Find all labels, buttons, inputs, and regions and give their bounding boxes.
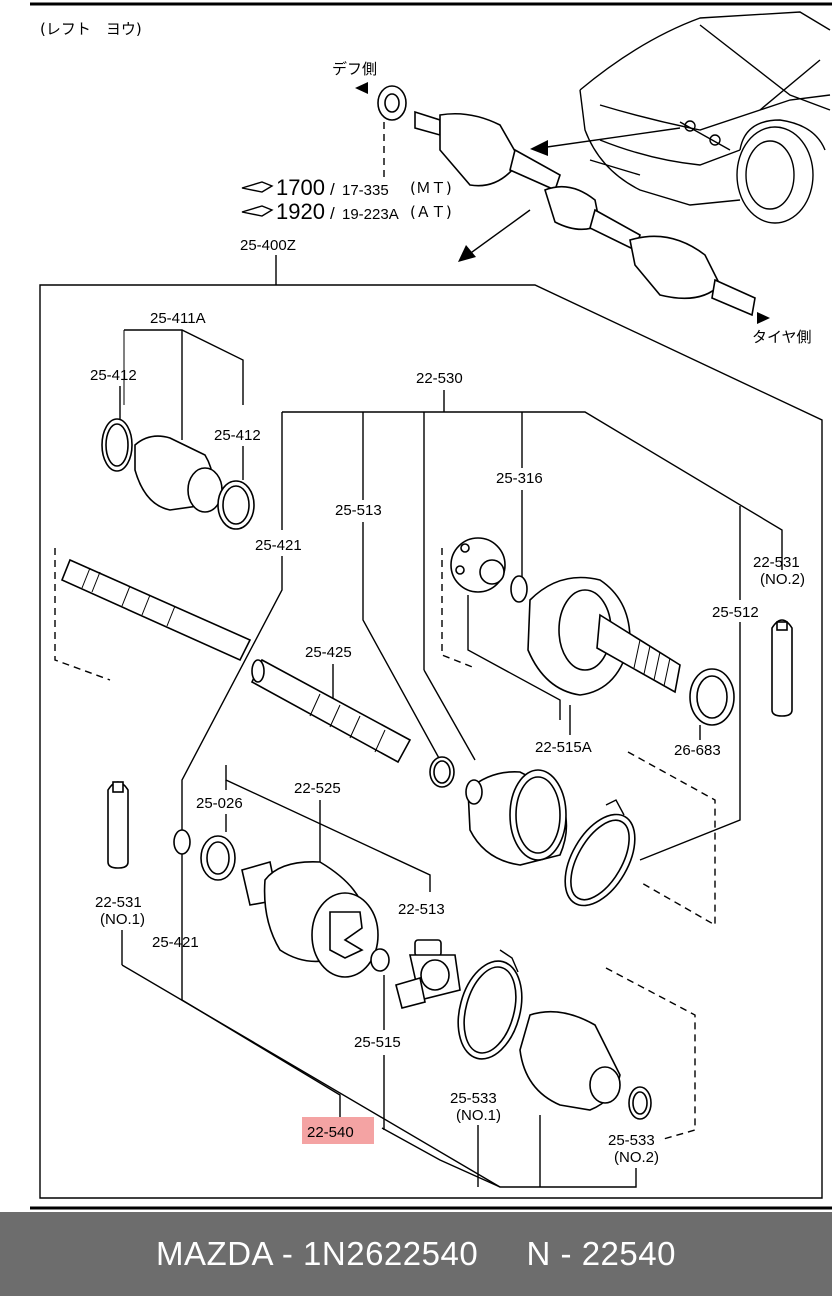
label-22-531-right: 22-531 (753, 554, 800, 571)
label-25-412-left: 25-412 (90, 367, 137, 384)
clamp-band-no2 (628, 1086, 652, 1120)
shaft-left (60, 558, 252, 662)
abs-ring-26-683 (689, 668, 735, 726)
clamp-band-no1 (457, 949, 523, 1060)
label-22-531-left: 22-531 (95, 894, 142, 911)
ref-mt-type: (ＭＴ) (410, 179, 452, 197)
inner-joint-housing (241, 860, 379, 978)
diff-side-label: デフ側 (332, 60, 377, 78)
label-22-531-left-no: (NO.1) (100, 911, 145, 928)
svg-text:/: / (330, 204, 335, 223)
label-25-533-no2-tag: (NO.2) (614, 1149, 659, 1166)
highlight-22-540 (302, 1117, 374, 1144)
side-label: (レフト ヨウ) (40, 20, 142, 38)
outer-cv-joint (527, 576, 681, 696)
tripod-22-513 (395, 939, 461, 1009)
inner-race-25-316 (450, 537, 528, 603)
arrow-diff-icon (355, 82, 368, 94)
clip-25-513 (429, 756, 455, 788)
label-25-412-right: 25-412 (214, 427, 261, 444)
ref-mt-number: 1700 (276, 175, 325, 200)
ref-at-number: 1920 (276, 199, 325, 224)
label-25-400Z: 25-400Z (240, 237, 296, 254)
drive-shaft-overview (414, 110, 756, 317)
label-22-530: 22-530 (416, 370, 463, 387)
ref-at-type: (ＡＴ) (410, 203, 452, 221)
label-25-026: 25-026 (196, 795, 243, 812)
part-number-footer: MAZDA - 1N2622540 N - 22540 (0, 1212, 832, 1296)
grease-tube-left (107, 781, 129, 869)
oil-seal-25-026 (200, 835, 236, 881)
oil-seal-top (377, 85, 407, 121)
label-22-513: 22-513 (398, 901, 445, 918)
assembly-frame (39, 284, 823, 1199)
outer-boot (465, 769, 568, 866)
svg-text:/: / (330, 180, 335, 199)
label-25-421-top: 25-421 (255, 537, 302, 554)
snap-ring-25-421 (173, 829, 191, 855)
label-22-540: 22-540 (307, 1124, 354, 1141)
label-25-533-no1: 25-533 (450, 1090, 497, 1107)
label-25-425: 25-425 (305, 644, 352, 661)
arrow-tire-icon (757, 312, 770, 324)
label-25-316: 25-316 (496, 470, 543, 487)
footer-text: MAZDA - 1N2622540 N - 22540 (156, 1235, 676, 1272)
inner-boot (519, 1010, 621, 1111)
shaft-25-425 (250, 658, 412, 764)
exploded-parts-diagram: (レフト ヨウ) デフ側 タイヤ側 (30, 2, 832, 1210)
snap-ring-25-515 (370, 948, 390, 972)
label-26-683: 26-683 (674, 742, 721, 759)
direction-arrows (355, 82, 770, 324)
ref-at-code: 19-223A (342, 206, 399, 223)
tire-side-label: タイヤ側 (752, 328, 812, 346)
grease-tube-right (771, 619, 793, 717)
label-25-513: 25-513 (335, 502, 382, 519)
label-25-411A: 25-411A (150, 310, 206, 327)
label-22-531-right-no: (NO.2) (760, 571, 805, 588)
label-22-525: 22-525 (294, 780, 341, 797)
label-25-515: 25-515 (354, 1034, 401, 1051)
label-25-421-bottom: 25-421 (152, 934, 199, 951)
car-front-illustration (579, 11, 831, 224)
label-25-533-no2: 25-533 (608, 1132, 655, 1149)
clamp-band-right (564, 799, 636, 907)
label-25-512: 25-512 (712, 604, 759, 621)
label-25-533-no1-tag: (NO.1) (456, 1107, 501, 1124)
reference-icons (241, 181, 274, 217)
ref-mt-code: 17-335 (342, 182, 389, 199)
label-22-515A: 22-515A (535, 739, 592, 756)
boot-25-411A (101, 418, 255, 530)
